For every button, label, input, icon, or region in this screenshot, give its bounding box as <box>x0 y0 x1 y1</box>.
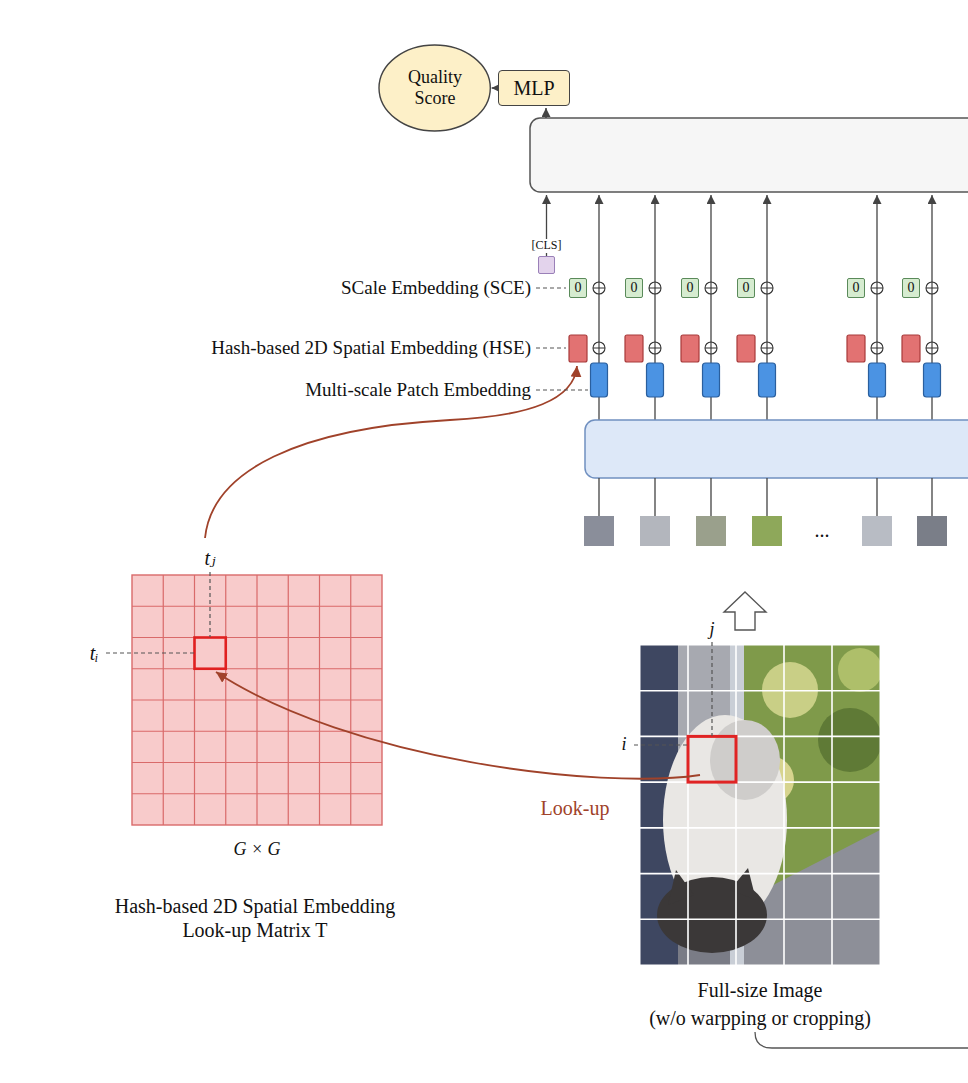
image-patch <box>584 516 614 546</box>
image-patch <box>696 516 726 546</box>
index-label: i <box>621 734 626 756</box>
patch-embedding-box <box>591 363 608 397</box>
scale-embedding-box: 0 <box>737 278 755 298</box>
lookup-label: Look-up <box>541 796 610 820</box>
index-label: tᵢ <box>90 641 99 665</box>
embedding-label: Hash-based 2D Spatial Embedding (HSE) <box>211 337 531 360</box>
index-leader <box>106 652 194 653</box>
patch-embedding-box <box>869 363 886 397</box>
lookup-matrix <box>132 575 382 825</box>
mlp-box: MLP <box>498 70 570 106</box>
image-patch <box>917 516 947 546</box>
index-label: j <box>709 619 714 641</box>
patch-embedding-box <box>647 363 664 397</box>
arrow <box>545 108 547 118</box>
embedding-label: Multi-scale Patch Embedding <box>305 379 531 402</box>
index-leader <box>634 744 688 745</box>
image-patch <box>862 516 892 546</box>
photo-foliage <box>818 708 880 772</box>
photo <box>640 645 880 965</box>
patch-line <box>599 478 932 516</box>
node-label: 0 <box>575 280 582 296</box>
plus-cross <box>593 282 938 354</box>
image-patch <box>640 516 670 546</box>
node-label: Quality Score <box>398 67 472 108</box>
embedding-label: SCale Embedding (SCE) <box>341 277 531 300</box>
embedding-arrow <box>205 366 577 538</box>
spatial-embedding-box <box>847 335 865 362</box>
patch-embedding-box <box>924 363 941 397</box>
lookup-arrow <box>216 672 700 779</box>
photo-foliage <box>838 648 880 692</box>
node-label: 0 <box>687 280 694 296</box>
bracket <box>755 1032 968 1048</box>
spatial-embedding-box <box>902 335 920 362</box>
image-caption: (w/o warpping or cropping) <box>649 1006 871 1030</box>
scale-embedding-box: 0 <box>625 278 643 298</box>
token-label: [CLS] <box>530 239 564 253</box>
index-label: tⱼ <box>205 546 216 570</box>
photo-cat <box>710 720 780 800</box>
matrix-grid <box>132 575 382 825</box>
ellipse-shape <box>379 45 490 131</box>
scale-embedding-box: 0 <box>569 278 587 298</box>
image-caption: Full-size Image <box>698 978 823 1002</box>
scale-embedding-box: 0 <box>681 278 699 298</box>
patch-encoder-box <box>585 420 968 478</box>
patch-embedding-box <box>759 363 776 397</box>
node-label: 0 <box>853 280 860 296</box>
spatial-embedding-box <box>681 335 699 362</box>
patch-grid <box>640 645 880 965</box>
label-leader <box>536 287 566 288</box>
scale-embedding-box: 0 <box>847 278 865 298</box>
label-leader <box>536 389 588 390</box>
ellipsis: ... <box>815 518 830 542</box>
hollow-arrow <box>724 592 766 630</box>
spatial-embedding-box <box>569 335 587 362</box>
output-ellipse: Quality Score <box>378 44 491 132</box>
cls-token: [CLS] <box>538 256 555 274</box>
matrix-size: G × G <box>233 839 280 861</box>
label-leader <box>536 347 566 348</box>
patch-embedding-box <box>703 363 720 397</box>
matrix-caption: Hash-based 2D Spatial Embedding Look-up … <box>90 894 420 942</box>
index-leader <box>711 642 712 736</box>
highlight-cell <box>195 638 226 669</box>
node-label: MLP <box>513 77 554 100</box>
node-label: 0 <box>631 280 638 296</box>
image-patch <box>752 516 782 546</box>
spatial-embedding-box <box>625 335 643 362</box>
scale-embedding-box: 0 <box>902 278 920 298</box>
node-label: 0 <box>743 280 750 296</box>
transformer-box <box>530 118 968 192</box>
photo-border <box>640 645 880 965</box>
node-label: 0 <box>908 280 915 296</box>
index-leader <box>209 572 210 637</box>
spatial-embedding-box <box>737 335 755 362</box>
photo-cat <box>668 870 694 905</box>
